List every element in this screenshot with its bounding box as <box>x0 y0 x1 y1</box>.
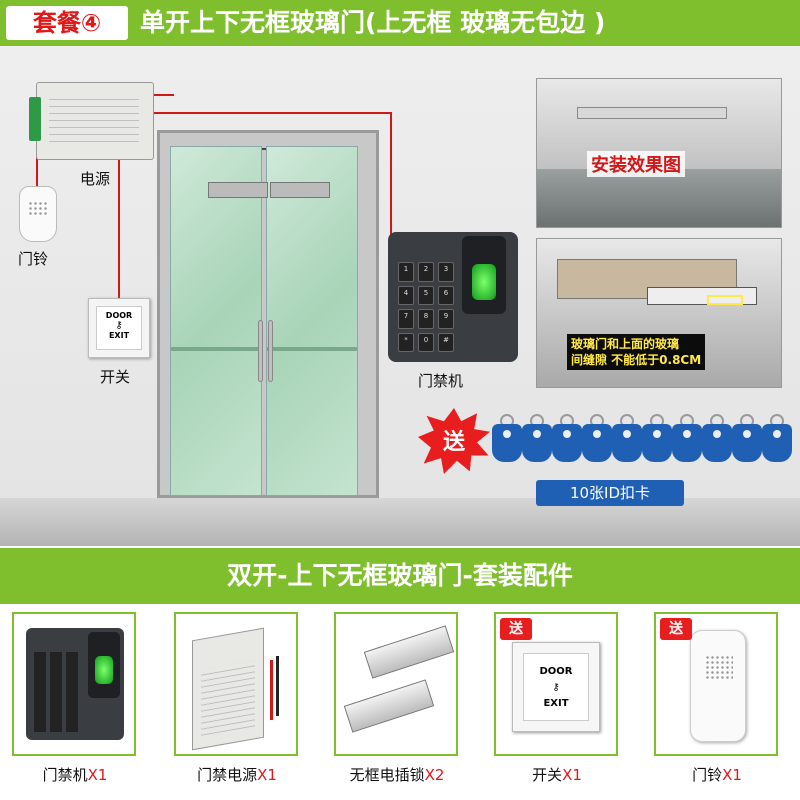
page-title: 单开上下无框玻璃门(上无框 玻璃无包边 ) <box>140 8 606 37</box>
wire <box>36 150 38 188</box>
electric-lock-left <box>208 182 268 198</box>
exit-switch-door-text: DOOR <box>539 666 573 677</box>
keypad-key: 9 <box>438 309 454 329</box>
power-supply-icon <box>192 627 264 751</box>
door-handle-right <box>268 320 273 382</box>
rfid-keyfob-icon <box>582 414 612 462</box>
keypad-key: 8 <box>418 309 434 329</box>
access-control-reader-icon <box>26 628 124 740</box>
wire <box>276 656 279 716</box>
accessory-label: 门禁电源X1 <box>162 764 312 785</box>
accessories-title: 双开-上下无框玻璃门-套装配件 <box>227 561 573 590</box>
rfid-keyfob-icon <box>552 414 582 462</box>
wire <box>150 112 392 114</box>
rfid-keyfob-icon <box>732 414 762 462</box>
rfid-keyfob-icon <box>492 414 522 462</box>
rfid-keyfob-icon <box>702 414 732 462</box>
accessory-name: 无框电插锁 <box>349 766 425 784</box>
keypad-key: * <box>398 332 414 352</box>
keypad-key: 3 <box>438 262 454 282</box>
gift-badge: 送 <box>500 618 532 640</box>
exit-switch: DOOR ⚷ EXIT <box>88 298 150 358</box>
accessory-qty: X1 <box>722 766 742 784</box>
accessory-name: 门禁机 <box>42 766 88 784</box>
accessory-card-power-supply <box>174 612 298 756</box>
keypad-key: 1 <box>398 262 414 282</box>
accessory-qty: X1 <box>562 766 582 784</box>
installation-photo: 安装效果图 <box>536 78 782 228</box>
keypad-key: 4 <box>398 285 414 305</box>
package-badge: 套餐④ <box>6 6 128 40</box>
electric-lock-right <box>270 182 330 198</box>
gift-burst-text: 送 <box>442 430 465 455</box>
accessories-band <box>0 548 800 604</box>
key-icon: ⚷ <box>115 320 123 331</box>
accessory-qty: X1 <box>87 766 108 784</box>
fingerprint-sensor-icon <box>462 236 506 314</box>
doorbell-icon <box>690 630 746 742</box>
psu-label-lines <box>49 93 139 143</box>
exit-switch-icon: DOOR ⚷ EXIT <box>512 642 600 732</box>
terminal-block <box>29 97 41 141</box>
keypad-key: 2 <box>418 262 434 282</box>
accessory-qty: X2 <box>424 766 445 784</box>
doorbell-label: 门铃 <box>18 250 49 268</box>
power-supply <box>29 82 154 160</box>
reader-label: 门禁机 <box>418 372 464 390</box>
rfid-keyfob-icon <box>612 414 642 462</box>
electric-lock-icon <box>343 679 435 733</box>
exit-switch-exit-text: EXIT <box>108 331 130 340</box>
keypad-key: 0 <box>418 332 434 352</box>
accessory-card-electric-lock <box>334 612 458 756</box>
switch-label: 开关 <box>100 368 131 386</box>
exit-switch-exit-text: EXIT <box>543 698 569 709</box>
accessory-name: 开关 <box>532 766 563 784</box>
wire <box>150 94 174 96</box>
access-control-reader: 1 2 3 4 5 6 7 8 9 * 0 # <box>388 232 518 362</box>
rfid-keyfob-icon <box>522 414 552 462</box>
doorbell <box>19 186 57 242</box>
gap-caption-line1: 玻璃门和上面的玻璃 <box>571 337 680 351</box>
accessory-card-doorbell: 送 <box>654 612 778 756</box>
electric-lock-icon <box>363 625 455 679</box>
exit-switch-door-text: DOOR <box>105 311 133 320</box>
accessory-name: 门铃 <box>692 766 723 784</box>
speaker-grille-icon <box>28 201 48 217</box>
accessory-label: 门铃X1 <box>642 764 792 785</box>
door-handle-left <box>258 320 263 382</box>
keypad-key: 7 <box>398 309 414 329</box>
id-cards-label: 10张ID扣卡 <box>536 480 684 506</box>
keypad-key: 6 <box>438 285 454 305</box>
keypad: 1 2 3 4 5 6 7 8 9 * 0 # <box>398 262 454 352</box>
header-bar <box>0 0 800 46</box>
gap-detail-photo: 玻璃门和上面的玻璃 间缝隙 不能低于0.8CM <box>536 238 782 388</box>
accessory-card-exit-switch: DOOR ⚷ EXIT 送 <box>494 612 618 756</box>
gap-caption-line2: 间缝隙 不能低于0.8CM <box>571 353 702 367</box>
accessory-label: 开关X1 <box>482 764 632 785</box>
installation-photo-caption: 安装效果图 <box>587 151 685 177</box>
wire <box>270 660 273 720</box>
glass-door-left <box>170 146 262 496</box>
accessory-card-reader <box>12 612 136 756</box>
keypad-key: 5 <box>418 285 434 305</box>
rfid-keyfob-icon <box>642 414 672 462</box>
accessory-label: 无框电插锁X2 <box>322 764 472 785</box>
gap-detail-caption: 玻璃门和上面的玻璃 间缝隙 不能低于0.8CM <box>567 334 706 370</box>
wire <box>118 160 120 300</box>
gift-badge: 送 <box>660 618 692 640</box>
power-supply-label: 电源 <box>80 170 111 188</box>
accessory-qty: X1 <box>257 766 277 784</box>
key-icon: ⚷ <box>552 682 560 693</box>
rfid-keyfob-icon <box>762 414 792 462</box>
keypad-key: # <box>438 332 454 352</box>
accessory-name: 门禁电源 <box>197 766 258 784</box>
wire <box>390 112 392 238</box>
rfid-keyfob-icon <box>672 414 702 462</box>
accessory-label: 门禁机X1 <box>0 764 150 785</box>
glass-door-right <box>266 146 358 496</box>
floor <box>0 498 800 546</box>
